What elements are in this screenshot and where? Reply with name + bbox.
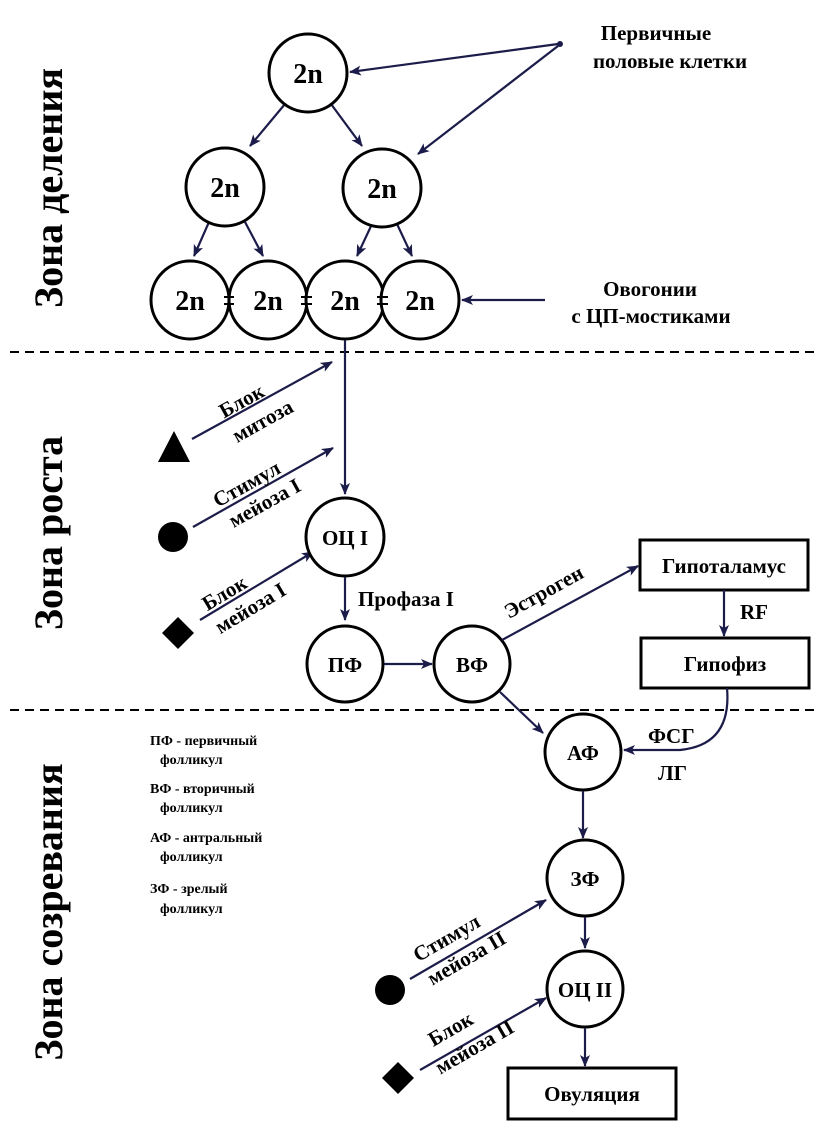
cell-oc1-label: ОЦ I [322, 526, 368, 550]
primary-cells-label-2: половые клетки [593, 49, 747, 73]
arrow-primary-2 [417, 45, 559, 155]
cell-af-label: АФ [567, 741, 599, 765]
legend-abbr-vf: ВФ - вторичный [150, 782, 255, 797]
circle-icon [375, 975, 405, 1005]
zone-division-title: Зона деления [26, 68, 71, 308]
arrow-division-6 [396, 223, 413, 257]
arrow-division-2 [330, 103, 363, 147]
oogonia-label-1: Овогонии [603, 277, 697, 301]
hypothalamus-label: Гипоталамус [662, 554, 786, 578]
cell-top: 2n [267, 32, 349, 114]
cell-row2-left-label: 2n [210, 173, 240, 204]
arrow-division-3 [192, 221, 211, 257]
cell-pf: ПФ [305, 624, 385, 704]
cell-pf-label: ПФ [328, 653, 362, 677]
arrow-division-4 [244, 221, 264, 257]
arrow-vf-af [499, 691, 544, 734]
cell-oc1: ОЦ I [304, 496, 386, 578]
cell-zf-label: ЗФ [570, 867, 599, 891]
cell-row2-left: 2n [184, 146, 266, 228]
cell-vf: ВФ [432, 624, 512, 704]
legend-desc-vf: фолликул [160, 801, 223, 816]
triangle-icon [158, 431, 190, 462]
cell-row3-4: 2n [379, 259, 461, 341]
cell-vf-label: ВФ [456, 653, 488, 677]
cell-row3-4-label: 2n [405, 286, 435, 317]
label-anchor-dot [557, 41, 563, 47]
arrow-block-meiosis2 [419, 997, 547, 1071]
circle-icon [158, 522, 188, 552]
lh-label: ЛГ [658, 761, 687, 785]
legend-abbr-af: АФ - антральный [150, 831, 262, 846]
cell-top-label: 2n [293, 59, 323, 90]
cell-oc2: ОЦ II [545, 949, 625, 1029]
arrow-block-meiosis1 [199, 551, 314, 621]
pituitary-box: Гипофиз [639, 636, 811, 690]
cell-row3-2-label: 2n [253, 286, 283, 317]
ovulation-box: Овуляция [506, 1066, 678, 1121]
diamond-icon [382, 1062, 414, 1094]
primary-cells-label-1: Первичные [601, 21, 711, 45]
legend-desc-pf: фолликул [160, 753, 223, 768]
zone-growth-title: Зона роста [26, 436, 71, 630]
estrogen-label: Эстроген [500, 560, 588, 623]
arrow-fsh-lh [623, 687, 729, 755]
legend-desc-af: фолликул [160, 850, 223, 865]
zone-maturation-title: Зона созревания [26, 763, 71, 1060]
cytoplasmic-bridges [224, 296, 388, 305]
diamond-icon [162, 617, 194, 649]
legend-abbr-pf: ПФ - первичный [150, 734, 257, 749]
cell-row3-1-label: 2n [175, 286, 205, 317]
fsh-label: ФСГ [648, 724, 695, 748]
ovulation-label: Овуляция [544, 1082, 640, 1106]
legend: ПФ - первичный фолликул ВФ - вторичный ф… [150, 734, 262, 917]
pituitary-label: Гипофиз [684, 652, 766, 676]
rf-label: RF [740, 600, 768, 624]
cell-af: АФ [543, 712, 623, 792]
cell-row2-right-label: 2n [367, 174, 397, 205]
arrow-division-1 [249, 103, 286, 147]
arrow-block-mitosis [191, 361, 333, 440]
cell-row3-3: 2n [304, 259, 386, 341]
oogonia-label-2: с ЦП-мостиками [571, 304, 730, 328]
cell-zf: ЗФ [545, 838, 625, 918]
legend-desc-zf: фолликул [160, 902, 223, 917]
cell-oc2-label: ОЦ II [558, 978, 612, 1002]
arrow-stim-meiosis2 [409, 899, 547, 980]
arrow-division-5 [356, 223, 373, 257]
arrow-estrogen [501, 565, 639, 641]
arrow-stim-meiosis1 [192, 447, 334, 528]
cell-row3-1: 2n [149, 259, 231, 341]
prophase-label: Профаза I [358, 587, 454, 611]
cell-row2-right: 2n [341, 147, 423, 229]
cell-row3-2: 2n [227, 259, 309, 341]
cell-row3-3-label: 2n [330, 286, 360, 317]
arrow-primary-1 [349, 42, 559, 76]
legend-abbr-zf: ЗФ - зрелый [150, 882, 228, 897]
hypothalamus-box: Гипоталамус [638, 538, 810, 592]
